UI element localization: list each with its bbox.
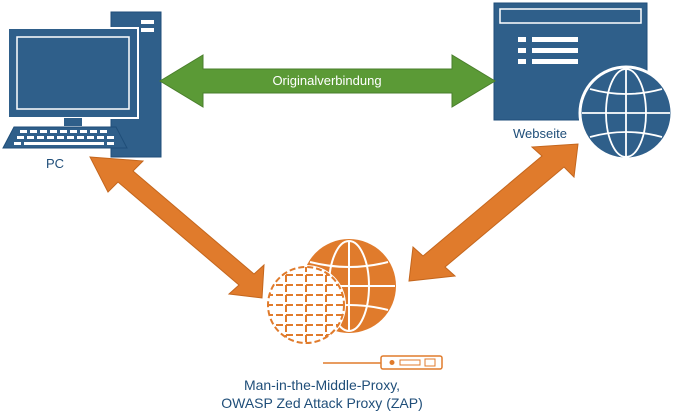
- proxy-server-icon: [323, 355, 443, 370]
- original-connection-arrow: Originalverbindung: [159, 54, 496, 108]
- website-label: Webseite: [513, 126, 567, 141]
- pc-proxy-arrow: [89, 156, 265, 299]
- original-connection-label: Originalverbindung: [272, 73, 381, 88]
- proxy-website-arrow: [408, 143, 579, 282]
- proxy-label-line2: OWASP Zed Attack Proxy (ZAP): [221, 395, 423, 411]
- proxy-globe-icon: [266, 239, 396, 345]
- desktop-computer-icon: [2, 11, 162, 158]
- proxy-label-line1: Man-in-the-Middle-Proxy,: [244, 377, 400, 393]
- globe-icon: [578, 65, 674, 161]
- pc-label: PC: [46, 156, 64, 171]
